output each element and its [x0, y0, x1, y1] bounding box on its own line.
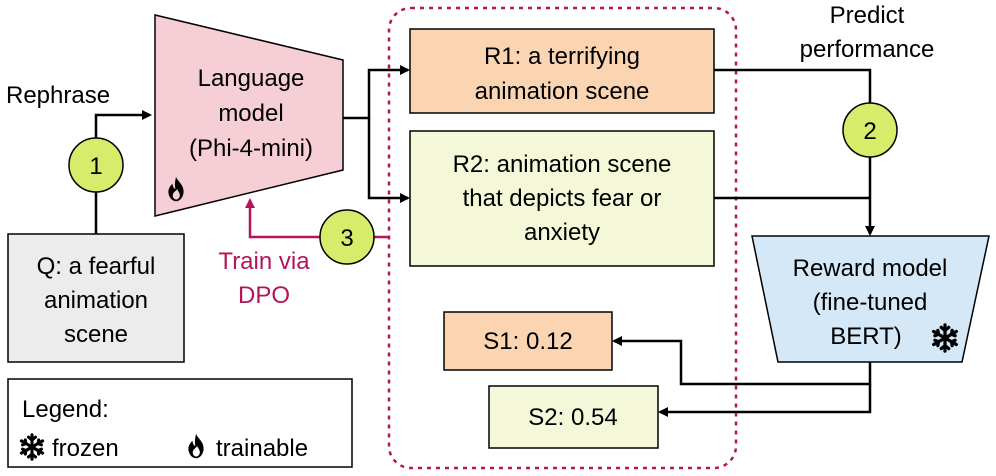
connectors: [94, 65, 875, 417]
predict-label-line1: Predict: [830, 2, 905, 29]
edge-reward-to-s2: [658, 384, 872, 417]
reward-model-line1: Reward model: [793, 255, 948, 282]
reward-model-line3: BERT): [830, 323, 902, 350]
legend-trainable-label: trainable: [216, 435, 308, 462]
edge-r1-to-reward: [714, 68, 875, 236]
language-model-line2: model: [218, 100, 283, 127]
rephrase-label: Rephrase: [6, 82, 110, 109]
language-model-line3: (Phi-4-mini): [189, 135, 313, 162]
r1-node: R1: a terrifying animation scene: [409, 28, 715, 114]
predict-label-line2: performance: [800, 36, 935, 63]
step-1-number: 1: [89, 153, 102, 180]
reward-model-line2: (fine-tuned: [813, 289, 928, 316]
query-line1: Q: a fearful: [37, 253, 156, 280]
language-model-line1: Language: [198, 65, 305, 92]
query-line3: scene: [64, 321, 128, 348]
s2-node: S2: 0.54: [488, 385, 659, 449]
r2-line1: R2: animation scene: [453, 151, 672, 178]
legend: Legend: frozen trainable: [7, 378, 353, 468]
r1-line2: animation scene: [475, 78, 650, 105]
step-1-marker: 1: [68, 137, 124, 193]
edge-model-to-r1: [343, 65, 410, 120]
s1-label: S1: 0.12: [483, 328, 572, 355]
legend-frozen-label: frozen: [52, 435, 119, 462]
r2-line3: anxiety: [524, 219, 600, 246]
s2-label: S2: 0.54: [528, 404, 617, 431]
step-2-number: 2: [863, 118, 876, 145]
edge-model-to-r2: [367, 118, 410, 203]
r2-line2: that depicts fear or: [463, 185, 662, 212]
legend-title: Legend:: [22, 396, 109, 423]
edge-reward-to-s1: [612, 336, 872, 386]
step-2-marker: 2: [842, 102, 898, 158]
r1-line1: R1: a terrifying: [484, 43, 640, 70]
query-line2: animation: [44, 287, 148, 314]
reward-model-node: Reward model (fine-tuned BERT): [751, 235, 990, 363]
language-model-node: Language model (Phi-4-mini): [154, 14, 344, 217]
train-label-line2: DPO: [238, 282, 290, 309]
train-label-line1: Train via: [218, 248, 310, 275]
step-3-number: 3: [340, 225, 353, 252]
step-3-marker: 3: [319, 209, 375, 265]
query-node: Q: a fearful animation scene: [7, 233, 185, 363]
s1-node: S1: 0.12: [443, 311, 613, 371]
r2-node: R2: animation scene that depicts fear or…: [409, 130, 715, 267]
edge-query-to-model: [94, 110, 152, 234]
